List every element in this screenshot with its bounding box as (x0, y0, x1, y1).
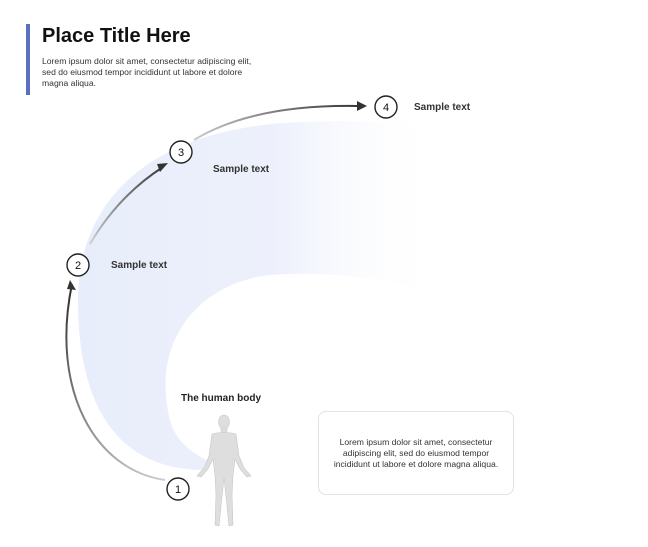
step-label-4: Sample text (414, 102, 471, 113)
human-body-icon (196, 414, 252, 527)
page-subtitle: Lorem ipsum dolor sit amet, consectetur … (42, 56, 252, 88)
arrowhead-icon (157, 163, 168, 172)
step-marker-1: 1 (166, 477, 190, 501)
step-label-3: Sample text (213, 164, 270, 175)
human-body-label: The human body (181, 393, 261, 404)
step-number: 2 (75, 260, 81, 272)
arrowhead-icon (67, 280, 76, 290)
info-box: Lorem ipsum dolor sit amet, consectetur … (318, 411, 514, 495)
arrow-step-3-to-4 (193, 104, 359, 141)
step-number: 3 (178, 147, 184, 159)
arrow-step-1-to-2 (65, 283, 166, 481)
step-marker-2: 2 (66, 253, 90, 277)
arrow-step-2-to-3 (89, 166, 164, 245)
step-marker-3: 3 (169, 140, 193, 164)
title-accent-bar (26, 24, 30, 95)
flow-band (78, 121, 440, 470)
step-marker-4: 4 (374, 95, 398, 119)
step-number: 4 (383, 102, 389, 114)
arrowhead-icon (357, 101, 367, 111)
step-label-2: Sample text (111, 260, 168, 271)
page-title: Place Title Here (42, 25, 191, 47)
info-text: Lorem ipsum dolor sit amet, consectetur … (333, 436, 499, 469)
step-number: 1 (175, 484, 181, 496)
